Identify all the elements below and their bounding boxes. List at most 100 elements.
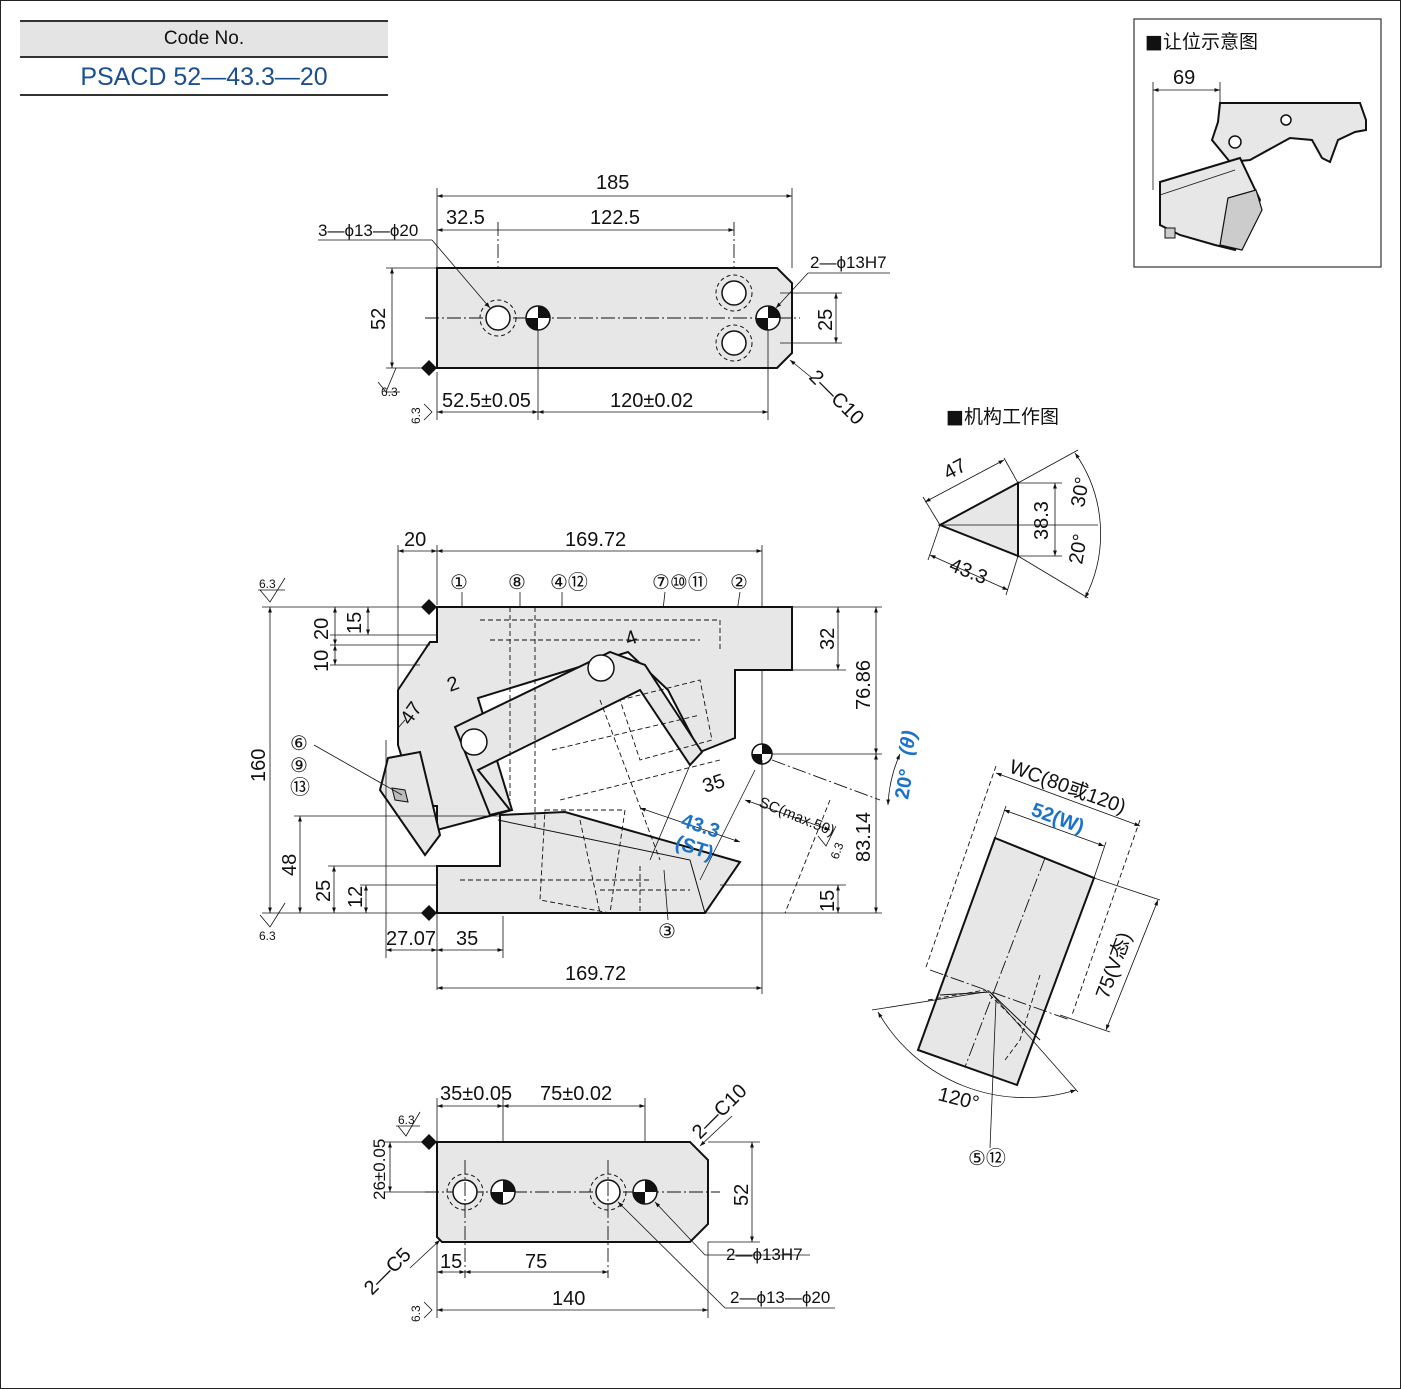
clearance-view: ■让位示意图 69 <box>1133 18 1382 268</box>
top-view: 185 32.5 122.5 52 <box>318 172 890 429</box>
front-view: 20 169.72 ① ⑧ ④⑫ ⑦⑩⑪ ② <box>248 529 921 994</box>
roughness-symbol: 6.3 <box>259 902 286 943</box>
side-dim-w: 52(W) <box>1028 799 1087 838</box>
mech-dim-47: 47 <box>940 455 970 485</box>
roughness-symbol: 6.3 <box>817 825 847 861</box>
balloon-4-12: ④⑫ <box>550 571 588 594</box>
return-plate <box>378 750 442 857</box>
code-number-table: Code No. PSACD 52—43.3—20 <box>20 20 388 96</box>
svg-text:6.3: 6.3 <box>409 1305 423 1322</box>
front-dim-25: 25 <box>313 880 335 902</box>
side-angle-120: 120° <box>936 1084 981 1115</box>
top-dim-52-5: 52.5±0.05 <box>442 390 531 412</box>
front-dim-35-b: 35 <box>456 928 478 950</box>
bolt-hole <box>460 728 488 756</box>
svg-text:6.3: 6.3 <box>398 1113 415 1127</box>
balloon-7-10-11: ⑦⑩⑪ <box>652 571 708 594</box>
front-dim-35: 35 <box>700 770 728 798</box>
front-dim-48: 48 <box>279 854 301 876</box>
bottom-dim-75-b: 75 <box>525 1251 547 1273</box>
balloon-5-12: ⑤⑫ <box>968 1147 1006 1170</box>
front-dim-12: 12 <box>345 886 367 908</box>
svg-text:6.3: 6.3 <box>828 840 847 861</box>
counterbore-hole <box>485 305 511 331</box>
front-dim-27-07: 27.07 <box>386 928 436 950</box>
balloon-1: ① <box>450 572 468 594</box>
roughness-symbol: 6.3 <box>409 403 433 424</box>
front-dim-15-r: 15 <box>817 890 839 912</box>
code-value: PSACD 52—43.3—20 <box>20 58 388 96</box>
bottom-dim-75: 75±0.02 <box>540 1083 612 1105</box>
front-dim-83-14: 83.14 <box>853 812 875 862</box>
roughness-symbol: 6.3 <box>396 1111 421 1137</box>
dowel-pin-symbol <box>632 1179 658 1205</box>
code-label: Code No. <box>20 20 388 58</box>
bottom-dim-35: 35±0.05 <box>440 1083 512 1105</box>
mech-angle-20: 20° <box>1065 532 1092 566</box>
bottom-callout-chamfer-c10: 2—C10 <box>688 1080 752 1144</box>
front-dim-20-v: 20 <box>311 618 333 640</box>
dowel-pin-symbol <box>490 1179 516 1205</box>
balloon-9: ⑨ <box>290 755 308 777</box>
front-dim-76-86: 76.86 <box>853 660 875 710</box>
clearance-sketch <box>1159 102 1367 252</box>
dowel-pin-symbol <box>755 305 781 331</box>
front-dim-15: 15 <box>344 612 366 634</box>
side-view: WC(80或120) 52(W) 75(V态) 120° ⑤⑫ <box>871 755 1161 1170</box>
top-callout-holes: 3—ϕ13—ϕ20 <box>318 221 418 240</box>
mech-dim-43-3: 43.3 <box>946 554 990 589</box>
svg-text:6.3: 6.3 <box>381 385 398 399</box>
bottom-callout-chamfer-c5: 2—C5 <box>360 1244 416 1300</box>
top-dim-185: 185 <box>596 172 629 194</box>
roughness-symbol: 6.3 <box>258 577 286 603</box>
balloon-6: ⑥ <box>290 733 308 755</box>
front-angle-20: 20° <box>891 767 918 801</box>
dowel-pin-symbol <box>525 305 551 331</box>
front-dim-32: 32 <box>817 628 839 650</box>
front-dim-169-72-bottom: 169.72 <box>565 963 626 985</box>
mech-angle-30: 30° <box>1067 475 1094 509</box>
clearance-view-title: ■让位示意图 <box>1145 31 1258 53</box>
front-dim-10: 10 <box>311 650 333 672</box>
cam-slider <box>453 650 704 817</box>
bottom-callout-holes: 2—ϕ13—ϕ20 <box>730 1288 830 1307</box>
balloon-13: ⑬ <box>290 776 310 799</box>
front-dim-sc: SC(max.50) <box>757 794 838 840</box>
side-view-body <box>916 836 1096 1087</box>
bottom-dim-52: 52 <box>731 1184 753 1206</box>
bottom-view: 35±0.05 75±0.02 26±0.05 52 2 <box>360 1080 835 1322</box>
front-dim-169-72-top: 169.72 <box>565 529 626 551</box>
top-dim-120: 120±0.02 <box>610 390 693 412</box>
bottom-dim-140: 140 <box>552 1288 585 1310</box>
mech-dim-38-3: 38.3 <box>1031 501 1053 540</box>
mechanism-view: ■机构工作图 47 38.3 43.3 30° 20° <box>922 406 1102 599</box>
svg-text:6.3: 6.3 <box>259 577 276 591</box>
front-angle-theta: (θ) <box>895 729 921 757</box>
balloon-2: ② <box>730 572 748 594</box>
bottom-dim-15: 15 <box>440 1251 462 1273</box>
top-dim-25: 25 <box>815 309 837 331</box>
balloon-8: ⑧ <box>508 572 526 594</box>
clearance-dim-69: 69 <box>1173 67 1195 89</box>
top-dim-52: 52 <box>368 308 390 330</box>
mechanism-view-title: ■机构工作图 <box>946 406 1059 428</box>
roughness-symbol: 6.3 <box>377 367 400 399</box>
balloon-3: ③ <box>658 921 676 943</box>
front-dim-20: 20 <box>404 529 426 551</box>
side-dim-wc: WC(80或120) <box>1006 755 1129 818</box>
bottom-view-plate <box>436 1141 709 1243</box>
top-dim-32-5: 32.5 <box>446 207 485 229</box>
top-callout-chamfer: 2—C10 <box>804 366 868 430</box>
top-dim-122-5: 122.5 <box>590 207 640 229</box>
svg-text:6.3: 6.3 <box>409 407 423 424</box>
bolt-hole <box>587 654 615 682</box>
roughness-symbol: 6.3 <box>409 1301 433 1322</box>
mechanism-triangle <box>937 481 1019 558</box>
top-callout-pins: 2—ϕ13H7 <box>810 253 887 272</box>
bottom-callout-pins: 2—ϕ13H7 <box>726 1245 803 1264</box>
front-dim-160: 160 <box>248 749 270 782</box>
side-dim-v: 75(V态) <box>1091 929 1136 1002</box>
svg-text:6.3: 6.3 <box>259 929 276 943</box>
bottom-dim-26: 26±0.05 <box>370 1139 389 1200</box>
